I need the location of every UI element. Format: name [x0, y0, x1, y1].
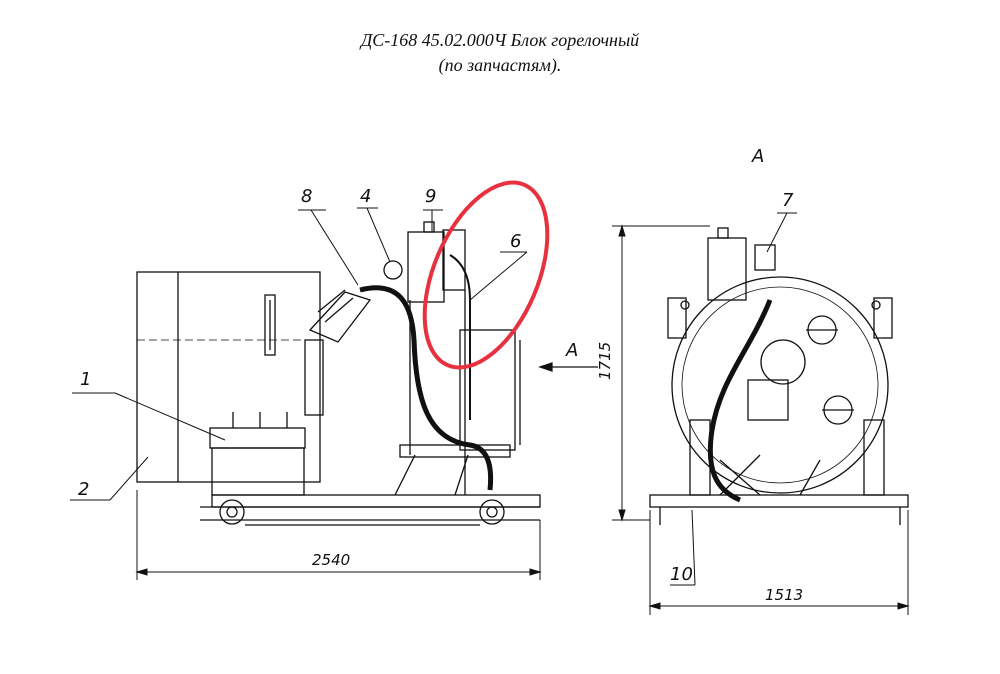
- callout-6: 6: [510, 231, 521, 252]
- side-cabinet: [459, 329, 516, 451]
- view-arrow: [538, 362, 598, 372]
- dimension-1715: 1715: [596, 342, 614, 380]
- wheel-right: [479, 499, 505, 525]
- frame-base: [211, 494, 541, 508]
- drum: [671, 276, 889, 494]
- dimension-2540: 2540: [312, 551, 350, 569]
- view-marker-front: А: [751, 146, 764, 167]
- callout-4: 4: [360, 186, 371, 207]
- drawing-subtitle: (по запчастям).: [438, 55, 562, 75]
- dimension-front-width: [648, 510, 910, 615]
- front-view: [649, 227, 909, 525]
- front-hose: [707, 299, 773, 503]
- front-leader-lines: [670, 212, 797, 586]
- dimension-1513: 1513: [765, 586, 803, 604]
- callout-2: 2: [78, 479, 89, 500]
- hose: [359, 285, 494, 491]
- burner-housing: [136, 271, 321, 483]
- fan-housing: [760, 339, 806, 385]
- part-1-box: [209, 427, 306, 449]
- leader-lines: [70, 207, 528, 501]
- callout-10: 10: [670, 564, 693, 585]
- drawing-title: ДС-168 45.02.000Ч Блок горелочный: [360, 30, 640, 50]
- callout-8: 8: [301, 186, 312, 207]
- part-4-gauge: [383, 260, 403, 280]
- part-8-burner-head: [308, 291, 372, 343]
- callout-1: 1: [80, 369, 91, 390]
- callout-7: 7: [782, 190, 794, 211]
- callout-9: 9: [425, 186, 436, 207]
- view-marker-arrow: А: [565, 340, 578, 361]
- highlight-ellipse: [422, 180, 550, 370]
- wheel-left: [219, 499, 245, 525]
- dimension-height: [612, 224, 710, 522]
- front-frame: [649, 494, 909, 508]
- dimension-side-width: [135, 490, 542, 580]
- side-view: [136, 221, 541, 526]
